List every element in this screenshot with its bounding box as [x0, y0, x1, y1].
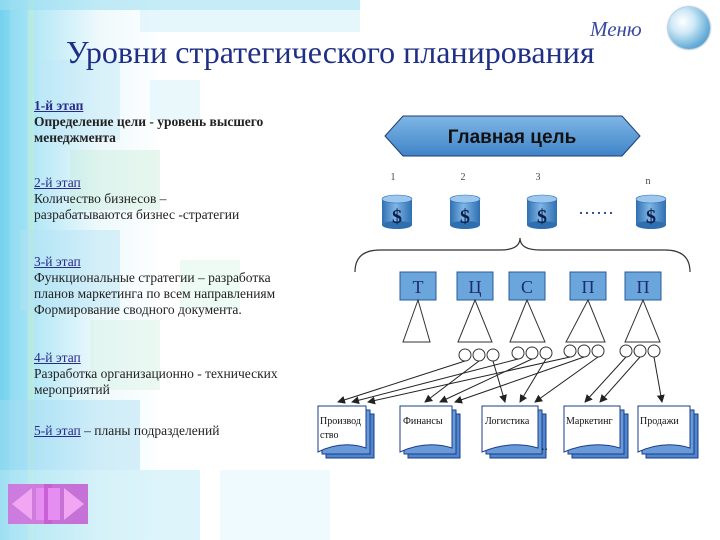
svg-text:Продажи: Продажи: [640, 416, 679, 427]
stage-3: 3-й этап Функциональные стратегии – разр…: [34, 254, 275, 318]
business-number: n: [646, 176, 651, 187]
brace-connector: [354, 237, 691, 273]
main-goal-shape: [384, 115, 641, 157]
svg-text:Ц: Ц: [469, 277, 482, 297]
business-number: 1: [391, 172, 396, 183]
svg-text:$: $: [460, 206, 470, 228]
stage-1-text-line: Определение цели - уровень высшего: [34, 114, 264, 129]
business-cylinder: $: [449, 194, 481, 229]
function-box: С: [508, 271, 546, 301]
function-box: П: [624, 271, 662, 301]
task-circles: [458, 344, 661, 362]
function-box: Ц: [456, 271, 494, 301]
svg-text:$: $: [537, 206, 547, 228]
main-goal-label: Главная цель: [448, 127, 577, 148]
stage-1-label[interactable]: 1-й этап: [34, 98, 84, 113]
stage-3-text-line: Формирование сводного документа.: [34, 302, 242, 317]
svg-text:$: $: [392, 206, 402, 228]
globe-icon[interactable]: [668, 7, 710, 49]
stage-2-text-line: разрабатываются бизнес -стратегии: [34, 207, 240, 222]
document-stack: Продажи: [637, 405, 699, 459]
stage-5: 5-й этап – планы подразделений: [34, 423, 219, 439]
stage-3-label[interactable]: 3-й этап: [34, 254, 81, 269]
document-stack: Производ ство: [317, 405, 375, 459]
forward-arrow-icon[interactable]: [44, 484, 88, 524]
stage-3-text-line: Функциональные стратегии – разработка: [34, 270, 271, 285]
stage-1: 1-й этап Определение цели - уровень высш…: [34, 98, 263, 146]
business-cylinder: $: [635, 194, 667, 229]
business-number: 2: [461, 172, 466, 183]
function-box: Т: [399, 271, 437, 301]
stage-5-text: – планы подразделений: [80, 423, 220, 438]
svg-text:Производ: Производ: [320, 416, 361, 427]
svg-text:Финансы: Финансы: [403, 416, 443, 427]
stage-3-text-line: планов маркетинга по всем направлениям: [34, 286, 276, 301]
stage-5-label[interactable]: 5-й этап: [34, 423, 81, 438]
stage-4: 4-й этап Разработка организационно - тех…: [34, 350, 278, 398]
business-number: 3: [536, 172, 541, 183]
business-ellipsis: ……: [578, 198, 614, 218]
document-ellipsis: ..: [541, 439, 548, 454]
function-tree-lines: [402, 298, 661, 343]
stage-4-text-line: Разработка организационно - технических: [34, 366, 278, 381]
svg-text:Т: Т: [413, 277, 424, 297]
svg-text:ство: ство: [320, 430, 338, 441]
document-stack: Логистика: [481, 405, 547, 459]
business-cylinder: $: [526, 194, 558, 229]
stage-2-label[interactable]: 2-й этап: [34, 175, 81, 190]
document-stack: Маркетинг: [563, 405, 629, 459]
document-arrows: [337, 356, 665, 405]
stage-4-text-line: мероприятий: [34, 382, 110, 397]
stage-4-label[interactable]: 4-й этап: [34, 350, 81, 365]
svg-text:С: С: [521, 277, 533, 297]
stage-2: 2-й этап Количество бизнесов – разрабаты…: [34, 175, 239, 223]
stage-2-text-line: Количество бизнесов –: [34, 191, 167, 206]
svg-text:Маркетинг: Маркетинг: [566, 416, 613, 427]
svg-text:Логистика: Логистика: [485, 416, 530, 427]
svg-text:П: П: [637, 277, 650, 297]
svg-text:$: $: [646, 206, 656, 228]
function-box: П: [569, 271, 607, 301]
menu-link[interactable]: Меню: [590, 17, 642, 41]
stage-1-text-line: менеджмента: [34, 130, 116, 145]
svg-text:П: П: [582, 277, 595, 297]
page-title: Уровни стратегического планирования: [66, 34, 595, 70]
business-cylinder: $: [381, 194, 413, 229]
document-stack: Финансы: [399, 405, 461, 459]
